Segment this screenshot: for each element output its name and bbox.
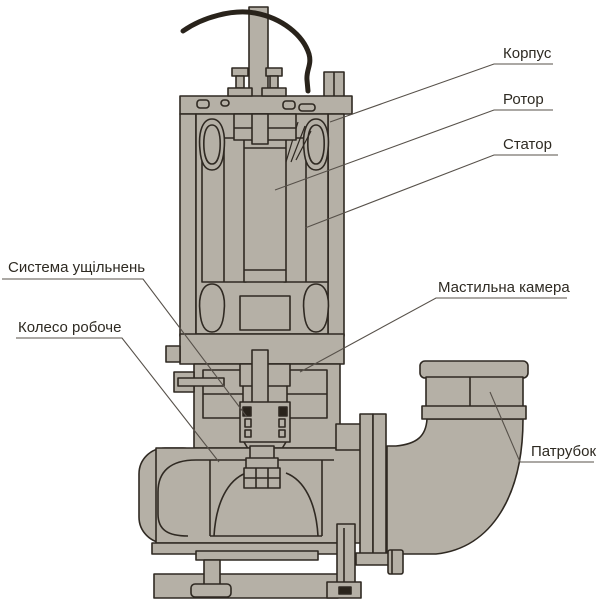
- handle-bolts: [227, 67, 287, 97]
- stator-leader-line: [304, 154, 558, 229]
- lower-bearing: [239, 295, 291, 331]
- rotor-leader-line: [274, 109, 553, 191]
- stator-windings: [198, 118, 330, 333]
- label-oil-chamber: Мастильна камера: [438, 279, 570, 296]
- impeller-leader-line: [16, 337, 220, 463]
- rotor-core: [243, 135, 287, 283]
- top-cover-plate: [179, 95, 353, 115]
- upper-bearing: [233, 113, 297, 145]
- label-rotor: Ротор: [503, 91, 544, 108]
- pump-drawing: [138, 6, 529, 599]
- impeller-hub: [243, 445, 281, 489]
- discharge-elbow: [386, 418, 524, 555]
- discharge-flange: [355, 413, 404, 575]
- oil-chamber-leader-line: [299, 297, 567, 373]
- seal-assembly: [239, 401, 291, 453]
- label-housing: Корпус: [503, 45, 552, 62]
- label-impeller: Колесо робоче: [18, 319, 121, 336]
- power-cable: [180, 9, 313, 94]
- housing-leader-line: [329, 63, 553, 123]
- branch-pipe-leader-line: [489, 391, 594, 463]
- label-stator: Статор: [503, 136, 552, 153]
- cable-gland: [323, 71, 345, 99]
- callout-labels: Корпус Ротор Статор Мастильна камера Пат…: [8, 45, 596, 460]
- seal-system-leader-line: [2, 278, 248, 418]
- label-branch-pipe: Патрубок: [531, 443, 596, 460]
- branch-pipe-flange: [419, 360, 529, 420]
- label-seal-system: Система ущільнень: [8, 259, 145, 276]
- outlet-neck: [335, 423, 363, 451]
- base-stand: [151, 523, 362, 599]
- callout-leader-lines: [2, 63, 594, 463]
